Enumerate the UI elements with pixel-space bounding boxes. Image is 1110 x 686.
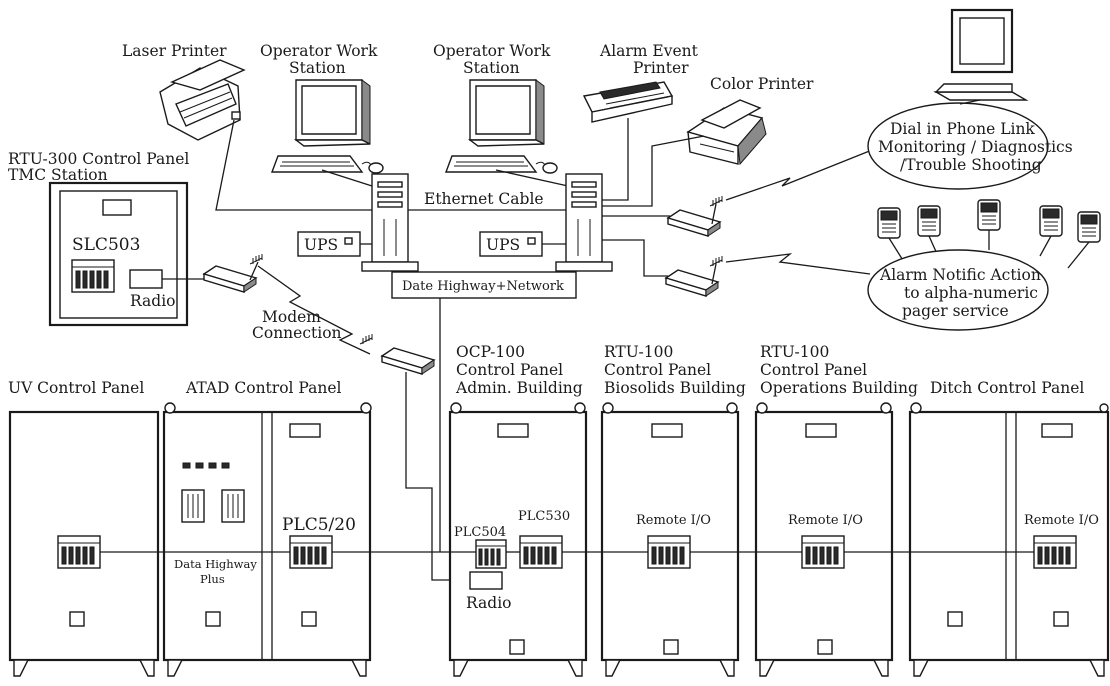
rtu100-ops-label-line1: RTU-100 — [760, 343, 829, 361]
plc530-rack — [519, 535, 563, 569]
rtu300-title-line1: RTU-300 Control Panel — [8, 150, 189, 168]
server-1-tower-icon — [361, 173, 419, 272]
uv-rack — [57, 535, 101, 569]
ditch-control-panel — [908, 402, 1110, 677]
slc503-label: SLC503 — [72, 235, 140, 255]
dial-in-line1: Dial in Phone Link — [890, 120, 1035, 138]
ethernet-label: Ethernet Cable — [424, 190, 544, 208]
rtu300-antenna-icon — [249, 253, 263, 265]
operator-ws-2-icon — [445, 79, 558, 174]
color-printer-label: Color Printer — [710, 75, 814, 93]
rtu300-radio-box — [129, 269, 163, 289]
dh-plus-label-line1: Data Highway — [174, 557, 257, 571]
plc5-20-rack — [289, 535, 333, 569]
plc530-label: PLC530 — [518, 509, 570, 524]
rtu300-panel — [48, 181, 189, 327]
uv-panel-label: UV Control Panel — [8, 379, 144, 397]
remote-io-1-label: Remote I/O — [636, 513, 711, 528]
laser-printer-label: Laser Printer — [122, 42, 227, 60]
modem-label-line1: Modem — [262, 308, 321, 326]
data-highway-network-box — [391, 271, 577, 299]
dial-in-line2: Monitoring / Diagnostics — [878, 138, 1073, 156]
ocp100-label-line2: Control Panel — [456, 361, 563, 379]
atad-control-panel — [162, 402, 372, 677]
pager-4-icon — [1039, 205, 1063, 237]
ditch-panel-label: Ditch Control Panel — [930, 379, 1084, 397]
rtu300-title-line2: TMC Station — [8, 166, 108, 184]
atad-panel-label: ATAD Control Panel — [185, 379, 342, 397]
operator-ws-1-label-line1: Operator Work — [260, 42, 378, 60]
ocp100-label-line3: Admin. Building — [455, 379, 583, 397]
remote-io-2-label: Remote I/O — [788, 513, 863, 528]
remote-io-2-rack — [801, 535, 845, 569]
plc504-label: PLC504 — [454, 525, 506, 540]
operator-ws-1-label-line2: Station — [289, 59, 346, 77]
rtu100-bio-label-line1: RTU-100 — [604, 343, 673, 361]
alarm-event-printer-label-line1: Alarm Event — [599, 42, 699, 60]
ocp100-label-line1: OCP-100 — [456, 343, 525, 361]
alarm-notif-line1: Alarm Notific Action — [879, 266, 1041, 284]
pager-2-icon — [917, 205, 941, 237]
plc504-rack — [475, 539, 507, 569]
alarm-modem-icon — [665, 269, 719, 297]
color-printer-icon — [686, 99, 767, 166]
rtu300-radio-label: Radio — [130, 292, 175, 310]
ocp-radio-label: Radio — [466, 594, 511, 612]
rtu100-bio-label-line2: Control Panel — [604, 361, 711, 379]
rtu100-bio-label-line3: Biosolids Building — [604, 379, 746, 397]
dial-in-callout — [867, 102, 1049, 190]
rtu100-ops-label-line2: Control Panel — [760, 361, 867, 379]
ups-1-indicator — [344, 237, 353, 245]
operator-ws-2-label-line1: Operator Work — [433, 42, 551, 60]
pager-3-icon — [977, 199, 1001, 231]
remote-monitor-icon — [933, 8, 1029, 101]
data-highway-network-label: Date Highway+Network — [402, 279, 564, 294]
ups-2-indicator — [527, 237, 536, 245]
ocp-antenna-icon — [359, 333, 373, 345]
rtu300-modem-icon — [203, 265, 257, 293]
alarm-notification-callout — [867, 249, 1049, 331]
slc503-rack — [71, 259, 115, 293]
alarm-notif-line2: to alpha-numeric — [904, 284, 1038, 302]
laser-printer-icon — [159, 59, 246, 141]
operator-ws-2-label-line2: Station — [463, 59, 520, 77]
ocp-modem-icon — [381, 347, 435, 375]
operator-ws-1-icon — [271, 79, 384, 174]
rtu100-ops-label-line3: Operations Building — [760, 379, 918, 397]
ocp-radio-box — [469, 571, 503, 590]
remote-io-1-rack — [647, 535, 691, 569]
remote-io-3-rack — [1033, 535, 1077, 569]
remote-io-3-label: Remote I/O — [1024, 513, 1099, 528]
plc5-20-label: PLC5/20 — [282, 515, 356, 535]
ups-1-label: UPS — [304, 236, 338, 254]
dial-in-line3: /Trouble Shooting — [900, 156, 1042, 174]
alarm-event-printer-label-line2: Printer — [633, 59, 689, 77]
server-2-tower-icon — [555, 173, 613, 272]
ocp100-control-panel — [448, 402, 588, 677]
dh-plus-label-line2: Plus — [200, 572, 225, 586]
alarm-notif-line3: pager service — [902, 302, 1009, 320]
ups-2-label: UPS — [486, 236, 520, 254]
pager-1-icon — [877, 207, 901, 239]
alarm-event-printer-icon — [582, 81, 674, 123]
modem-label-line2: Connection — [252, 324, 342, 342]
pager-5-icon — [1077, 211, 1101, 243]
